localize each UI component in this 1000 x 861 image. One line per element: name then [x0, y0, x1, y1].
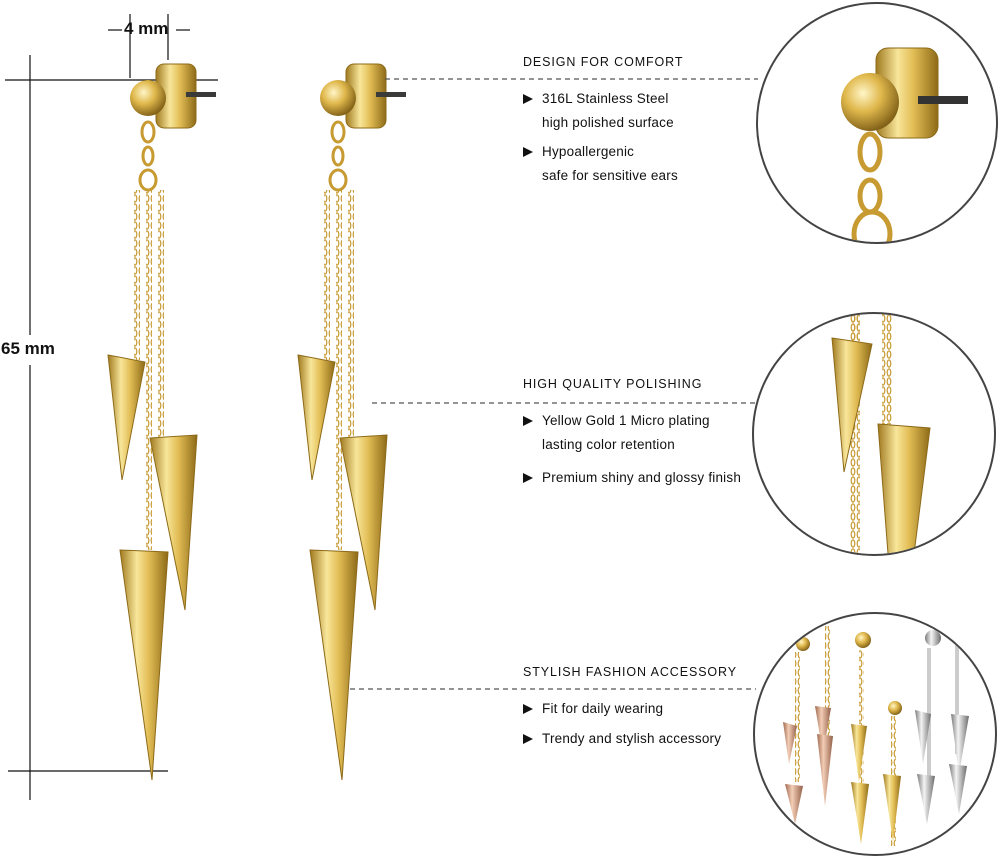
triangle-bullet-icon — [523, 473, 533, 483]
feature-comfort-bullet-2: Hypoallergenic safe for sensitive ears — [523, 140, 678, 188]
triangle-bullet-icon — [523, 734, 533, 744]
feature-title-fashion: STYLISH FASHION ACCESSORY — [523, 665, 737, 679]
detail-circle-variants — [753, 612, 997, 856]
feature-title-polishing: HIGH QUALITY POLISHING — [523, 377, 703, 391]
width-dimension-label: 4 mm — [124, 19, 169, 38]
earring-left — [107, 63, 216, 781]
triangle-bullet-icon — [523, 704, 533, 714]
height-dimension-label: 65 mm — [1, 339, 55, 359]
detail-circle-polish — [752, 312, 996, 556]
feature-fashion-bullet-1: Fit for daily wearing — [523, 697, 663, 721]
feature-polishing-bullet-2: Premium shiny and glossy finish — [523, 466, 741, 490]
triangle-bullet-icon — [523, 94, 533, 104]
detail-circle-stud — [756, 2, 998, 244]
feature-polishing-bullet-1: Yellow Gold 1 Micro plating lasting colo… — [523, 409, 710, 457]
triangle-bullet-icon — [523, 147, 533, 157]
triangle-bullet-icon — [523, 416, 533, 426]
earring-center — [297, 63, 406, 781]
feature-comfort-bullet-1: 316L Stainless Steel high polished surfa… — [523, 87, 674, 135]
feature-fashion-bullet-2: Trendy and stylish accessory — [523, 727, 721, 751]
feature-title-comfort: DESIGN FOR COMFORT — [523, 55, 684, 69]
